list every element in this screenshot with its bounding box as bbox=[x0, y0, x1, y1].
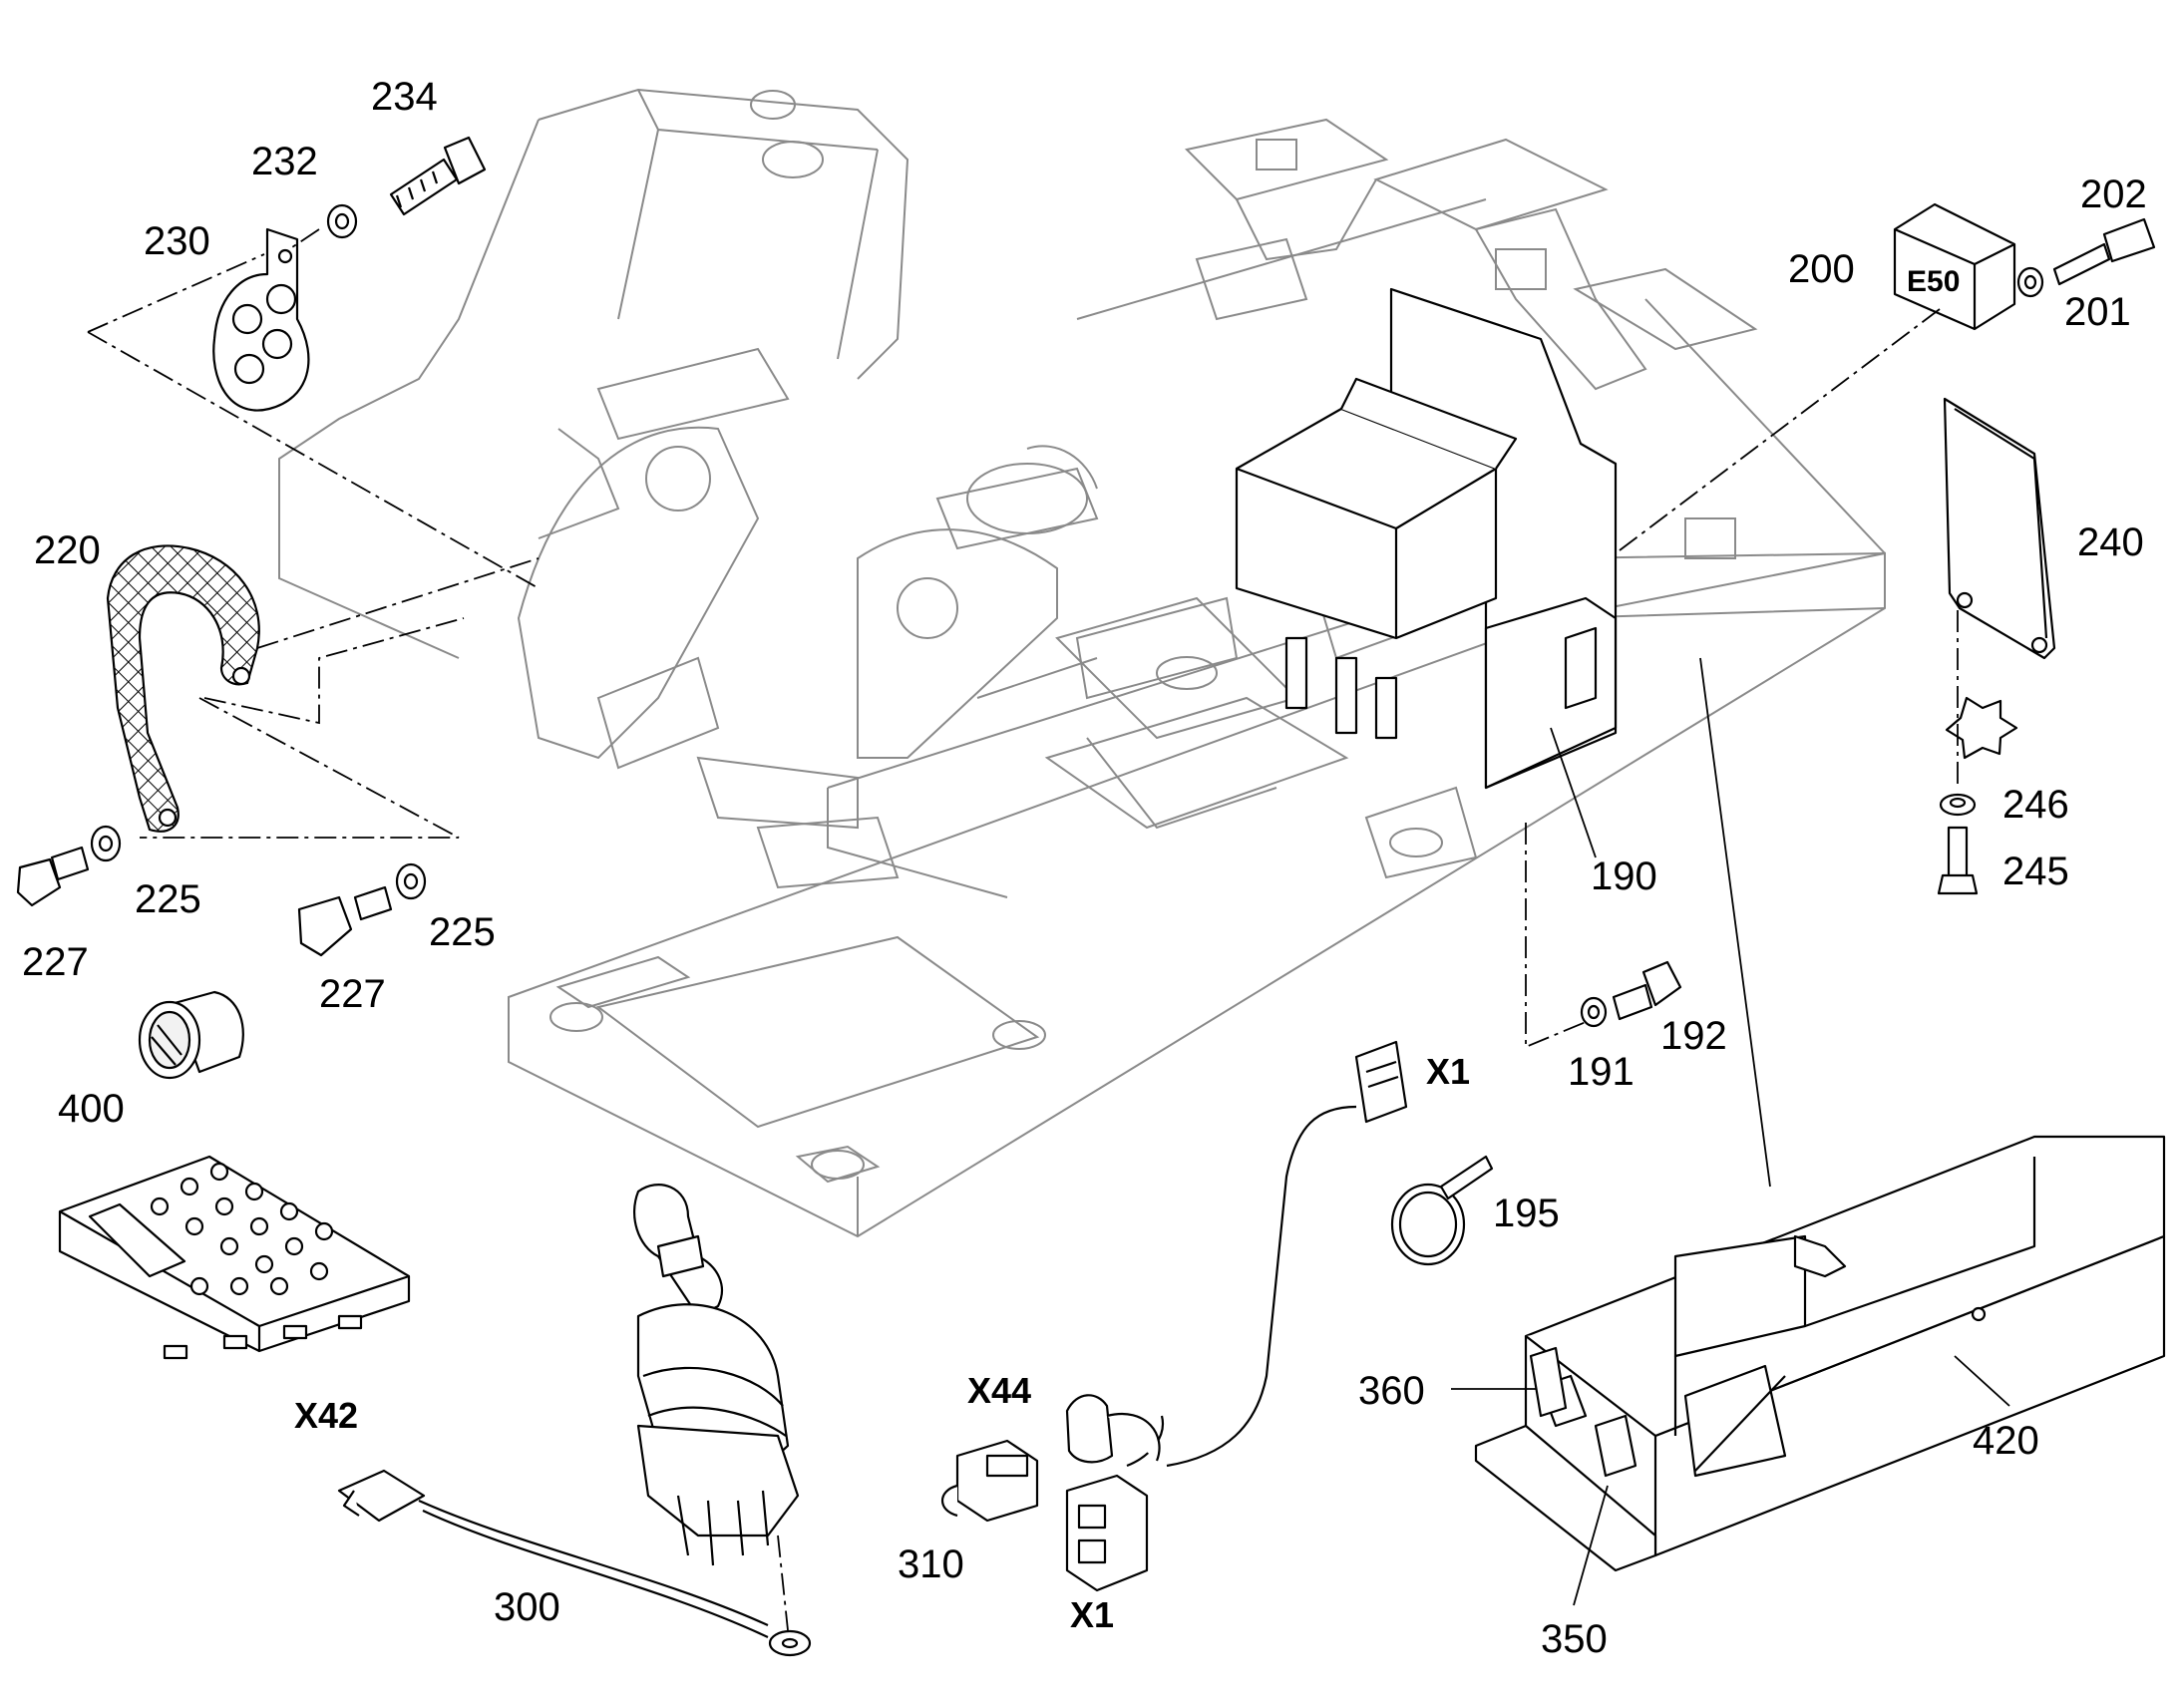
label-400: 400 bbox=[58, 1087, 125, 1131]
part-420-cabinet[interactable] bbox=[1524, 1135, 2166, 1557]
part-234-bolt[interactable] bbox=[389, 136, 487, 216]
leader-420 bbox=[1954, 1355, 2010, 1407]
part-225-washer-a[interactable] bbox=[90, 825, 122, 862]
label-201: 201 bbox=[2064, 290, 2131, 334]
part-245-bolt[interactable] bbox=[1937, 826, 1979, 895]
label-420: 420 bbox=[1973, 1419, 2039, 1463]
label-225-b: 225 bbox=[429, 910, 496, 954]
e50-badge-text: E50 bbox=[1907, 265, 1960, 298]
part-310-connector[interactable] bbox=[940, 1439, 1039, 1523]
leader-350 bbox=[1573, 1485, 1609, 1606]
switch-grid bbox=[150, 1162, 334, 1296]
label-x1-top: X1 bbox=[1426, 1051, 1470, 1092]
label-240: 240 bbox=[2077, 520, 2144, 564]
part-220-strap[interactable] bbox=[106, 544, 260, 833]
part-246-washer[interactable] bbox=[1939, 793, 1977, 817]
label-200: 200 bbox=[1788, 247, 1855, 291]
label-360: 360 bbox=[1358, 1369, 1425, 1413]
label-227-a: 227 bbox=[22, 940, 89, 984]
label-232: 232 bbox=[251, 140, 318, 183]
part-202-screw[interactable] bbox=[2052, 217, 2156, 286]
label-310: 310 bbox=[898, 1542, 964, 1586]
dashline-230 bbox=[87, 228, 540, 589]
part-190-control-box[interactable] bbox=[1235, 287, 1618, 790]
part-star-knob[interactable] bbox=[1945, 696, 2018, 760]
label-246: 246 bbox=[2002, 783, 2069, 827]
label-x42: X42 bbox=[294, 1395, 358, 1436]
label-245: 245 bbox=[2002, 850, 2069, 893]
label-227-b: 227 bbox=[319, 972, 386, 1016]
part-227-bolt-b[interactable] bbox=[297, 885, 393, 957]
part-200-e50-box[interactable] bbox=[1893, 202, 2016, 331]
label-225-a: 225 bbox=[135, 877, 201, 921]
dashline-191-192 bbox=[1525, 823, 1587, 1049]
part-225-washer-b[interactable] bbox=[395, 862, 427, 900]
dashline-220 bbox=[140, 557, 540, 839]
part-400-collar[interactable] bbox=[138, 990, 244, 1080]
x42-switch-panel[interactable] bbox=[58, 1155, 411, 1360]
part-195-cable-tie[interactable] bbox=[1390, 1155, 1494, 1266]
label-300: 300 bbox=[494, 1585, 560, 1629]
label-230: 230 bbox=[144, 219, 210, 263]
part-191-washer[interactable] bbox=[1580, 996, 1608, 1028]
label-195: 195 bbox=[1493, 1192, 1560, 1235]
x1-connector-bottom[interactable] bbox=[1065, 1415, 1165, 1592]
leader-frame-420 bbox=[1699, 657, 1771, 1188]
label-192: 192 bbox=[1660, 1014, 1727, 1058]
dashline-200-190 bbox=[1615, 308, 1941, 554]
label-190: 190 bbox=[1591, 854, 1657, 898]
part-300-cable[interactable] bbox=[337, 1469, 812, 1657]
label-350: 350 bbox=[1541, 1617, 1608, 1661]
label-191: 191 bbox=[1568, 1050, 1635, 1094]
leader-190 bbox=[1550, 727, 1597, 858]
label-x1-bottom: X1 bbox=[1070, 1594, 1114, 1635]
label-234: 234 bbox=[371, 75, 438, 119]
part-227-bolt-a[interactable] bbox=[16, 846, 90, 907]
label-x44: X44 bbox=[967, 1370, 1031, 1411]
label-202: 202 bbox=[2080, 172, 2147, 216]
part-232-washer[interactable] bbox=[326, 203, 358, 239]
label-220: 220 bbox=[34, 528, 101, 572]
machine-frame bbox=[278, 88, 1886, 1238]
x1-connector-top[interactable] bbox=[1354, 1040, 1408, 1124]
part-192-bolt[interactable] bbox=[1612, 960, 1682, 1021]
part-240-cover-plate[interactable] bbox=[1943, 397, 2056, 660]
part-230-horn[interactable] bbox=[212, 227, 310, 412]
x44-connector[interactable] bbox=[1065, 1394, 1161, 1464]
part-360-bracket[interactable] bbox=[1529, 1346, 1568, 1418]
dashline-300 bbox=[777, 1535, 789, 1631]
harness-cable bbox=[1166, 1105, 1357, 1468]
joystick-control[interactable] bbox=[633, 1184, 800, 1566]
part-201-washer[interactable] bbox=[2016, 266, 2044, 298]
